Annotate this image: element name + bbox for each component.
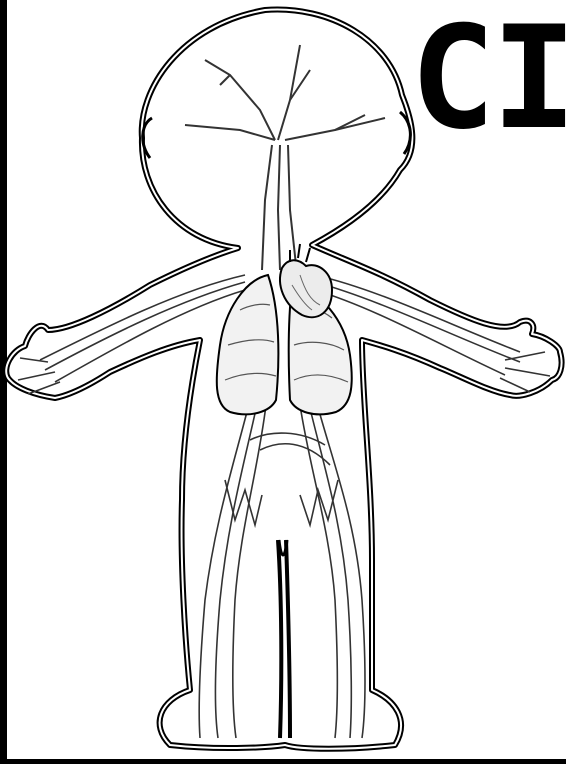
- worksheet-page: CI: [0, 0, 566, 764]
- circulatory-diagram: [0, 0, 566, 764]
